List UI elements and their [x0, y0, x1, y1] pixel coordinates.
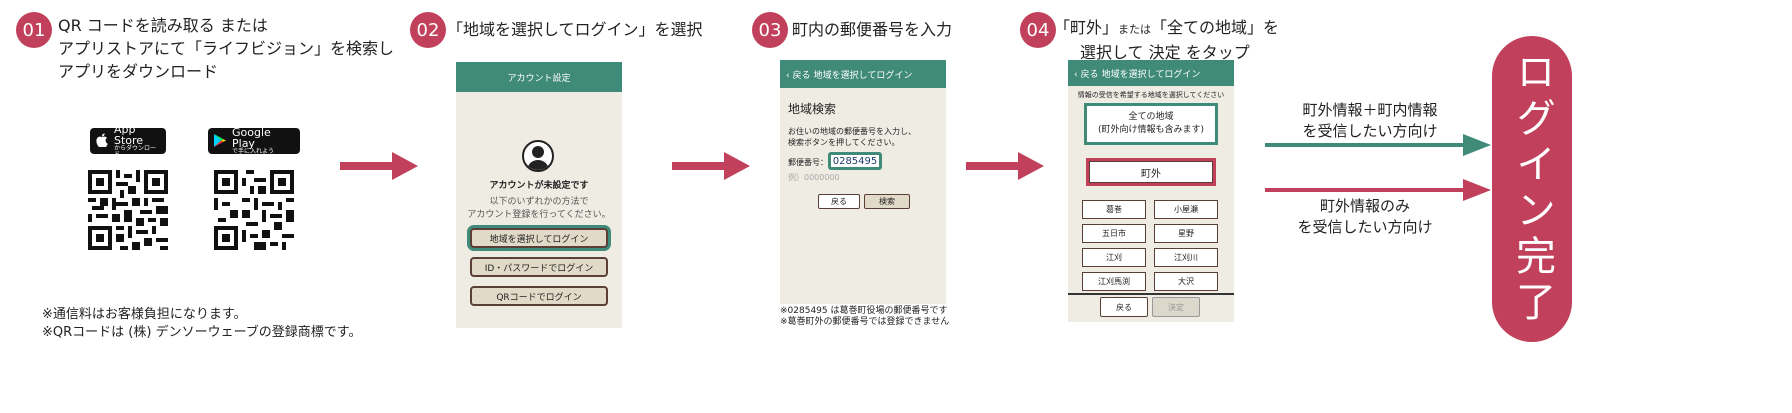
step-02-badge: 02 — [410, 12, 446, 48]
area-option[interactable]: 江刈馬渕 — [1082, 272, 1146, 291]
step-04-line-2: 選択して 決定 をタップ — [1080, 43, 1250, 62]
step-04-badge: 04 — [1020, 12, 1056, 48]
footnotes: ※通信料はお客様負担になります。 ※QRコードは (株) デンソーウェーブの登録… — [42, 306, 362, 342]
step-04-text: 「町外」または「全ての地域」を 選択して 決定 をタップ — [1054, 16, 1279, 64]
next-arrow-2 — [672, 152, 750, 180]
back-link[interactable]: ‹ 戻る — [1074, 67, 1099, 80]
login-by-area-button[interactable]: 地域を選択してログイン — [470, 228, 608, 248]
account-desc: 以下のいずれかの方法で アカウント登録を行ってください。 — [456, 196, 622, 222]
app-store-sub: からダウンロード — [114, 145, 157, 158]
area-outside-button[interactable]: 町外 — [1086, 158, 1216, 186]
search-desc-line: 検索ボタンを押してください。 — [788, 138, 900, 147]
step-01-text: QR コードを読み取る または アプリストアにて「ライフビジョン」を検索し アプ… — [58, 14, 394, 83]
footnote: ※QRコードは (株) デンソーウェーブの登録商標です。 — [42, 325, 362, 340]
step-04-line-1: 「町外」または「全ての地域」を — [1054, 16, 1279, 41]
back-label: 戻る — [792, 70, 811, 81]
phone-screen-account: アカウント設定 アカウントが未設定です 以下のいずれかの方法で アカウント登録を… — [456, 62, 622, 328]
step-03-badge: 03 — [752, 12, 788, 48]
google-play-sub: で手に入れよう — [232, 148, 275, 155]
phone-header-title: 地域を選択してログイン — [813, 70, 913, 81]
next-arrow-1 — [340, 152, 418, 180]
account-status: アカウントが未設定です — [489, 181, 589, 191]
area-option[interactable]: 葛巻 — [1082, 200, 1146, 219]
phone-header-title: 地域を選択してログイン — [1101, 69, 1201, 80]
back-button[interactable]: 戻る — [1100, 297, 1148, 317]
back-label: 戻る — [1080, 69, 1099, 80]
chevron-left-icon: ‹ — [1074, 69, 1078, 80]
route-bottom-arrow — [1265, 179, 1491, 201]
login-by-qr-button[interactable]: QRコードでログイン — [470, 286, 608, 306]
search-button[interactable]: 検索 — [864, 194, 910, 209]
step-04-or: または — [1118, 23, 1152, 36]
area-option[interactable]: 江刈 — [1082, 248, 1146, 267]
phone-screen-postal: ‹ 戻る 地域を選択してログイン 地域検索 お住いの地域の郵便番号を入力し、 検… — [780, 60, 946, 304]
search-desc-line: お住いの地域の郵便番号を入力し、 — [788, 127, 916, 136]
postal-notes: ※0285495 は葛巻町役場の郵便番号です ※葛巻町外の郵便番号では登録できま… — [780, 306, 949, 328]
step-01-line: QR コードを読み取る または — [58, 16, 268, 35]
area-all-sub: (町外向け情報も含みます) — [1097, 125, 1205, 135]
route-bottom-label: 町外情報のみ を受信したい方向け — [1265, 196, 1465, 238]
area-all-button[interactable]: 全ての地域 (町外向け情報も含みます) — [1084, 103, 1218, 145]
area-option[interactable]: 小屋瀬 — [1154, 200, 1218, 219]
phone-header-title: アカウント設定 — [507, 73, 571, 84]
chevron-left-icon: ‹ — [786, 70, 790, 81]
route-top-arrow — [1265, 134, 1491, 156]
account-desc-line: 以下のいずれかの方法で — [489, 197, 589, 207]
postal-label: 郵便番号： — [788, 158, 828, 167]
step-03-text: 町内の郵便番号を入力 — [792, 20, 953, 39]
route-top-line: 町外情報＋町内情報 — [1302, 101, 1438, 119]
next-arrow-3 — [966, 152, 1044, 180]
login-by-id-button[interactable]: ID・パスワードでログイン — [470, 257, 608, 277]
step-01-badge: 01 — [16, 12, 52, 48]
google-play-label: Google Play — [232, 126, 271, 150]
postal-example: 例）0000000 — [788, 173, 840, 182]
route-top-line: を受信したい方向け — [1302, 122, 1438, 140]
postal-note: ※0285495 は葛巻町役場の郵便番号です — [780, 306, 948, 316]
search-desc: お住いの地域の郵便番号を入力し、 検索ボタンを押してください。 — [788, 126, 916, 148]
step-04-option-all: 「全ての地域」を — [1151, 18, 1280, 37]
qr-code-ios[interactable] — [88, 170, 168, 250]
postal-note: ※葛巻町外の郵便番号では登録できません — [780, 317, 950, 327]
account-desc-line: アカウント登録を行ってください。 — [467, 210, 611, 220]
step-01-line: アプリをダウンロード — [58, 62, 219, 81]
back-button[interactable]: 戻る — [818, 194, 860, 209]
google-play-icon — [214, 132, 226, 151]
area-option[interactable]: 江刈川 — [1154, 248, 1218, 267]
step-01-line: アプリストアにて「ライフビジョン」を検索し — [58, 39, 395, 58]
step-04-option-outside: 「町外」 — [1054, 18, 1119, 37]
phone-header: ‹ 戻る 地域を選択してログイン — [780, 60, 946, 88]
route-bottom-line: を受信したい方向け — [1297, 218, 1433, 236]
area-all-label: 全ての地域 — [1128, 112, 1174, 122]
app-store-label: App Store — [114, 123, 144, 147]
back-link[interactable]: ‹ 戻る — [786, 68, 811, 81]
phone-header: アカウント設定 — [456, 62, 622, 92]
phone-header: ‹ 戻る 地域を選択してログイン — [1068, 60, 1234, 86]
qr-code-android[interactable] — [214, 170, 294, 250]
search-title: 地域検索 — [788, 102, 837, 116]
login-complete-badge: ログイン完了 — [1492, 36, 1572, 342]
step-02-text: 「地域を選択してログイン」を選択 — [447, 20, 703, 39]
area-option[interactable]: 星野 — [1154, 224, 1218, 243]
area-option[interactable]: 大沢 — [1154, 272, 1218, 291]
footnote: ※通信料はお客様負担になります。 — [42, 307, 247, 322]
apple-icon — [96, 132, 108, 151]
user-avatar-icon — [522, 140, 554, 172]
area-option[interactable]: 五日市 — [1082, 224, 1146, 243]
area-divider — [1068, 293, 1234, 295]
route-bottom-line: 町外情報のみ — [1319, 197, 1410, 215]
postal-input[interactable]: 0285495 — [828, 152, 882, 170]
phone-screen-area: ‹ 戻る 地域を選択してログイン 情報の受信を希望する地域を選択してください 全… — [1068, 60, 1234, 322]
area-instruction: 情報の受信を希望する地域を選択してください — [1077, 91, 1225, 99]
decide-button[interactable]: 決定 — [1152, 297, 1200, 317]
route-top-label: 町外情報＋町内情報 を受信したい方向け — [1270, 100, 1470, 142]
